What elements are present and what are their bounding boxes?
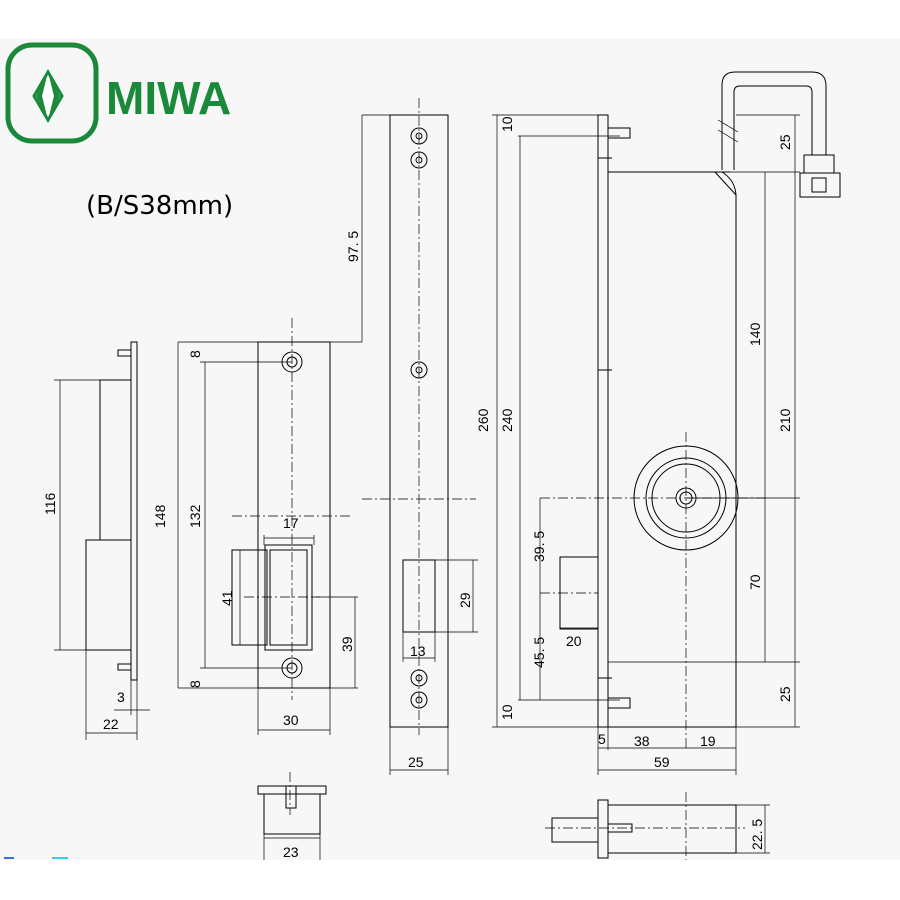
dim-10-top: 10 — [499, 116, 515, 132]
dim-116: 116 — [42, 492, 58, 515]
dim-39: 39 — [339, 636, 355, 652]
dim-140: 140 — [747, 322, 763, 346]
dim-260: 260 — [475, 408, 491, 432]
dim-17: 17 — [283, 515, 299, 531]
lock-body-bottom-view — [545, 792, 770, 860]
dim-45-5: 45. 5 — [531, 637, 547, 668]
strike-side-view — [54, 341, 150, 740]
page-area — [0, 38, 900, 860]
dim-25-top: 25 — [777, 134, 793, 150]
dim-23: 23 — [283, 844, 299, 860]
dim-22: 22 — [103, 716, 119, 732]
dim-39-5: 39. 5 — [531, 531, 547, 562]
dim-59: 59 — [654, 754, 670, 770]
dim-29: 29 — [457, 592, 473, 608]
dim-25-plate: 25 — [408, 754, 424, 770]
dim-132: 132 — [187, 504, 203, 528]
dim-38: 38 — [634, 733, 650, 749]
dim-22-5: 22. 5 — [749, 819, 765, 850]
miwa-diamond-logo-icon — [32, 69, 64, 123]
dim-8-top: 8 — [187, 350, 203, 358]
dim-13: 13 — [410, 643, 426, 659]
lock-face-plate-view — [330, 98, 478, 775]
dim-148: 148 — [152, 504, 168, 528]
dim-41: 41 — [219, 590, 235, 606]
dim-25-bottom: 25 — [777, 686, 793, 702]
lock-body-side-view — [492, 71, 841, 775]
dim-10-bottom: 10 — [499, 704, 515, 720]
logo-frame — [5, 42, 99, 144]
dim-3: 3 — [117, 689, 125, 705]
miwa-logo: MIWA — [5, 42, 231, 144]
dim-8-bottom: 8 — [187, 680, 203, 688]
brand-name: MIWA — [106, 72, 231, 124]
dim-20: 20 — [566, 633, 582, 649]
dim-240: 240 — [499, 408, 515, 432]
dim-97-5: 97. 5 — [345, 231, 361, 262]
backset-subtitle: (B/S38mm) — [86, 191, 233, 221]
strike-front-view — [177, 318, 358, 735]
dim-5: 5 — [598, 731, 606, 747]
dim-19: 19 — [700, 733, 716, 749]
dim-30: 30 — [283, 712, 299, 728]
dim-210: 210 — [777, 408, 793, 432]
dim-70: 70 — [747, 574, 763, 590]
strike-bottom-view — [257, 772, 327, 860]
